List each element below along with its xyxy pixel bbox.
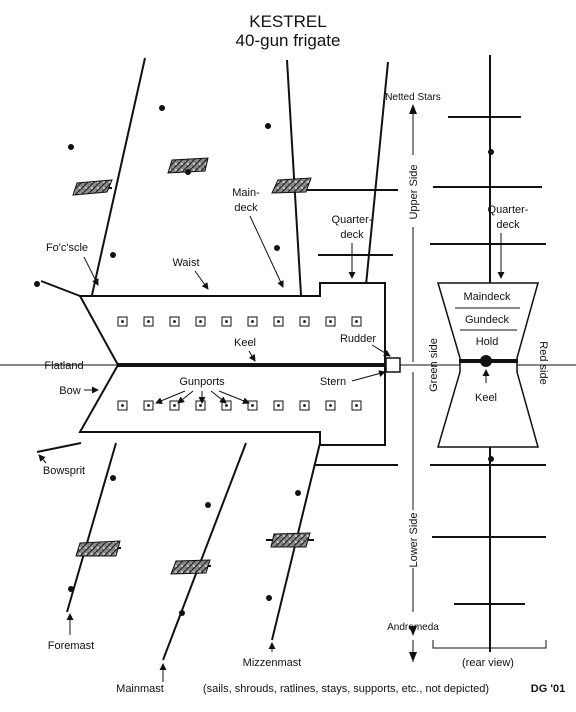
bowsprit-label: Bowsprit (43, 465, 85, 477)
red-side-label: Red side (537, 341, 549, 384)
section-keel-label: Keel (475, 392, 497, 404)
foremast-lower-flag (75, 540, 121, 557)
mainmast-label: Mainmast (116, 683, 164, 695)
upper-side-label: Upper Side (408, 164, 420, 219)
gunport-dot (225, 404, 228, 407)
flatland-label: Flatland (44, 360, 83, 372)
gunport-dot (225, 320, 228, 323)
not-depicted-note: (sails, shrouds, ratlines, stays, suppor… (203, 683, 489, 695)
gunport-dot (173, 320, 176, 323)
gunport-dot (121, 404, 124, 407)
foremast-label: Foremast (48, 640, 94, 652)
mizzenmast-top-flag (271, 177, 312, 194)
section-hold-label: Hold (476, 336, 499, 348)
gunport-dot (277, 404, 280, 407)
gunport-dot (303, 320, 306, 323)
rudder-label: Rudder (340, 333, 376, 345)
gunport-dot (199, 320, 202, 323)
gunport-dot (173, 404, 176, 407)
diagram-title: KESTREL (249, 12, 326, 31)
andromeda-label: Andromeda (387, 622, 439, 633)
gunport-dot (251, 320, 254, 323)
gunport-dot (147, 320, 150, 323)
gunport-dot (251, 404, 254, 407)
green-side-label: Green side (428, 338, 440, 392)
diagram-subtitle: 40-gun frigate (236, 31, 341, 50)
hull (78, 282, 401, 446)
netted-stars-label: Netted Stars (385, 92, 441, 103)
cross-section (430, 55, 546, 652)
gunport-dot (355, 404, 358, 407)
focscle-label: Fo'c'scle (46, 242, 88, 254)
keel-label: Keel (234, 337, 256, 349)
maindeck-label-2: deck (234, 202, 258, 214)
section-gundeck-label: Gundeck (465, 314, 510, 326)
gunport-dot (329, 320, 332, 323)
mizzenmast-lower-flag (270, 532, 311, 548)
side-axis (409, 104, 417, 662)
foremast-top-flag (72, 179, 113, 196)
quarterdeck-label-1: Quarter- (332, 214, 373, 226)
gunport-dot (199, 404, 202, 407)
gunport-dot (147, 404, 150, 407)
credit-label: DG '01 (531, 683, 565, 695)
mainmast-top-flag (167, 157, 209, 174)
maindeck-label-1: Main- (232, 187, 260, 199)
section-maindeck-label: Maindeck (463, 291, 511, 303)
bow-label: Bow (59, 385, 80, 397)
waist-label: Waist (172, 257, 199, 269)
gunports-upper-row (117, 316, 362, 327)
quarterdeck-label-2: deck (340, 229, 364, 241)
lower-masts (36, 280, 398, 661)
section-quarterdeck-label-1: Quarter- (488, 204, 529, 216)
mizzenmast-label: Mizzenmast (243, 657, 302, 669)
gunports-lower-row (117, 400, 362, 411)
gunport-dot (121, 320, 124, 323)
mainmast-lower-flag (170, 559, 211, 575)
lower-side-label: Lower Side (408, 512, 420, 567)
gunport-dot (277, 320, 280, 323)
rear-view-label: (rear view) (462, 657, 514, 669)
gunport-dot (355, 320, 358, 323)
gunport-dot (329, 404, 332, 407)
stern-label: Stern (320, 376, 346, 388)
gunports-label: Gunports (179, 376, 225, 388)
rudder (385, 357, 401, 373)
gunport-dot (303, 404, 306, 407)
upper-masts (34, 57, 398, 296)
section-quarterdeck-label-2: deck (496, 219, 520, 231)
